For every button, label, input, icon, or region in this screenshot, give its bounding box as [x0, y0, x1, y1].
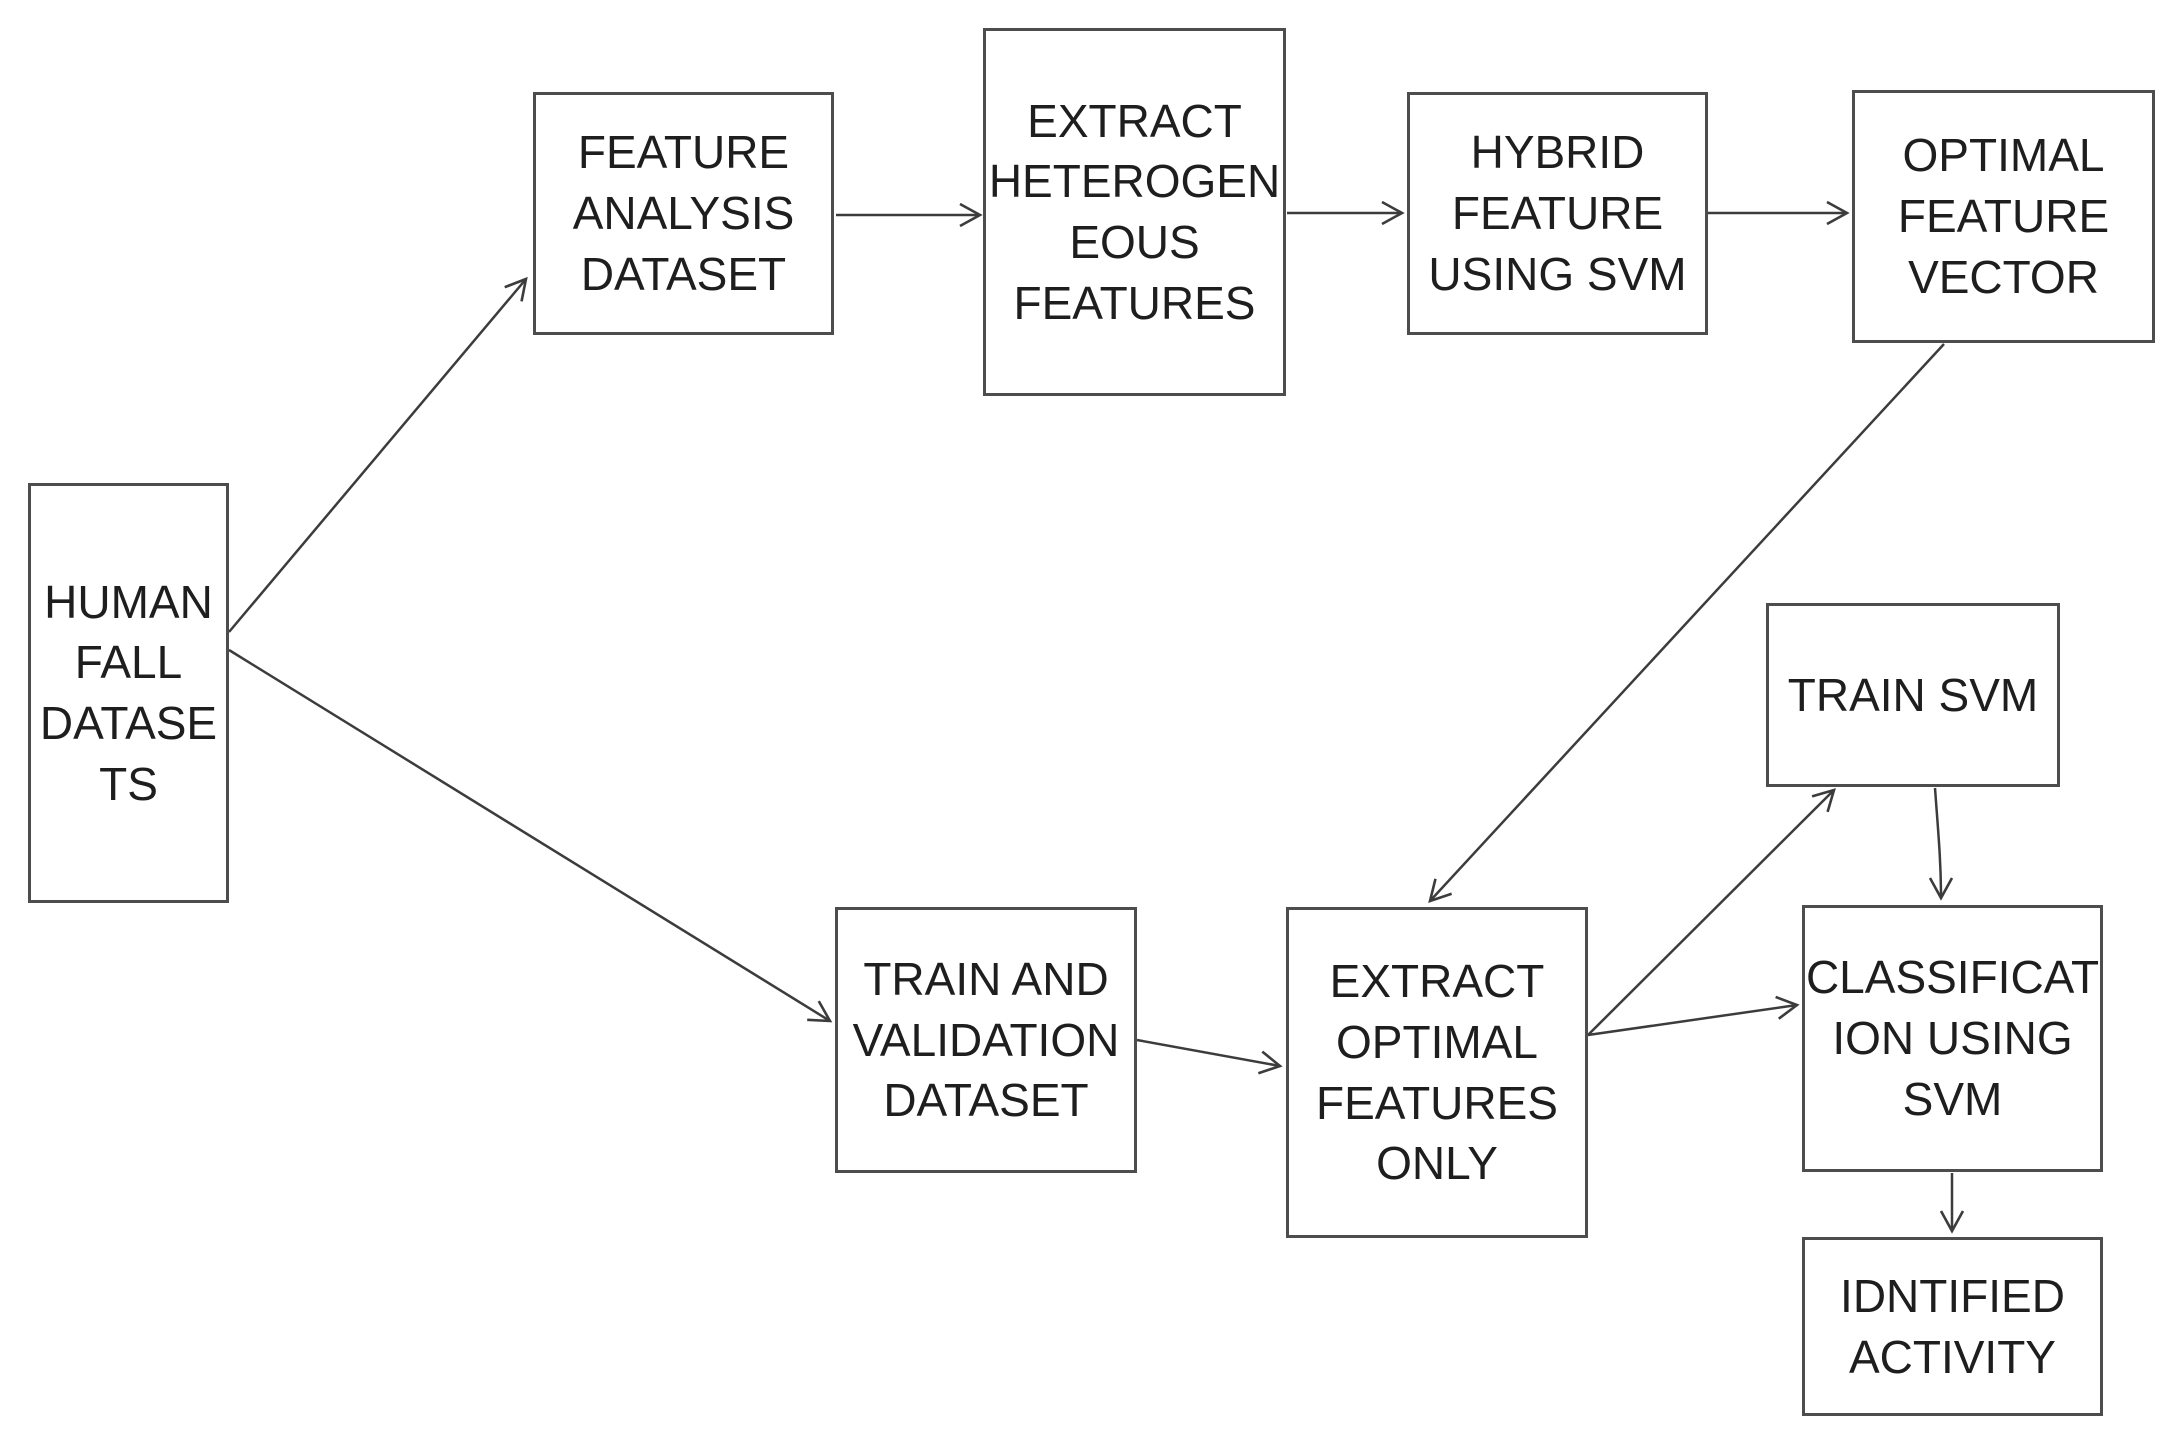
node-hybrid-feature-using-svm-label: HYBRID FEATURE USING SVM — [1428, 126, 1687, 300]
node-extract-heterogeneous-features-label: EXTRACT HETEROGEN EOUS FEATURES — [988, 94, 1281, 329]
edge-optimal-feature-vector-to-extract-optimal-features-only — [1428, 343, 1945, 903]
edge-human-fall-datasets-to-feature-analysis-dataset — [228, 276, 528, 633]
node-optimal-feature-vector: OPTIMAL FEATURE VECTOR — [1852, 90, 2155, 343]
node-human-fall-datasets: HUMAN FALL DATASE TS — [28, 483, 229, 903]
edge-human-fall-datasets-to-train-and-validation-dataset — [228, 648, 833, 1023]
node-extract-heterogeneous-features: EXTRACT HETEROGEN EOUS FEATURES — [983, 28, 1286, 396]
node-feature-analysis-dataset: FEATURE ANALYSIS DATASET — [533, 92, 834, 335]
node-feature-analysis-dataset-label: FEATURE ANALYSIS DATASET — [572, 126, 795, 300]
node-train-and-validation-dataset-label: TRAIN AND VALIDATION DATASET — [852, 952, 1120, 1127]
node-extract-optimal-features-only-label: EXTRACT OPTIMAL FEATURES ONLY — [1316, 955, 1558, 1190]
node-hybrid-feature-using-svm: HYBRID FEATURE USING SVM — [1407, 92, 1708, 335]
edge-train-svm-to-classification-using-svm — [1928, 787, 1954, 901]
edge-train-and-validation-dataset-to-extract-optimal-features-only — [1136, 1038, 1283, 1075]
node-train-svm-label: TRAIN SVM — [1787, 668, 2039, 721]
edge-extract-optimal-features-only-to-classification-using-svm — [1587, 995, 1800, 1037]
node-classification-using-svm: CLASSIFICAT ION USING SVM — [1802, 905, 2103, 1172]
node-train-svm: TRAIN SVM — [1766, 603, 2060, 787]
node-idntified-activity: IDNTIFIED ACTIVITY — [1802, 1237, 2103, 1416]
node-extract-optimal-features-only: EXTRACT OPTIMAL FEATURES ONLY — [1286, 907, 1588, 1238]
node-idntified-activity-label: IDNTIFIED ACTIVITY — [1840, 1269, 2065, 1383]
node-human-fall-datasets-label: HUMAN FALL DATASE TS — [39, 575, 218, 810]
node-train-and-validation-dataset: TRAIN AND VALIDATION DATASET — [835, 907, 1137, 1173]
node-optimal-feature-vector-label: OPTIMAL FEATURE VECTOR — [1897, 129, 2110, 303]
edge-extract-optimal-features-only-to-train-svm — [1587, 788, 1836, 1036]
node-classification-using-svm-label: CLASSIFICAT ION USING SVM — [1805, 951, 2100, 1125]
